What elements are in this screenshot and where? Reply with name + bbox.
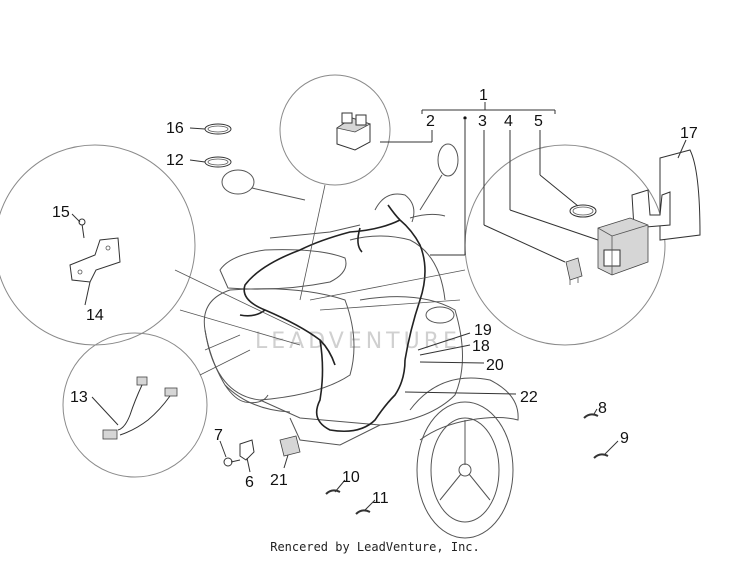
callout-10: 10 — [342, 469, 360, 486]
part-7-bolt — [223, 457, 241, 467]
callout-9: 9 — [620, 430, 629, 447]
part-5-clamp — [569, 204, 597, 218]
part-17-plate — [631, 149, 701, 241]
part-11-clip — [355, 509, 371, 515]
part-8-clip — [583, 413, 599, 419]
callout-11: 11 — [372, 490, 389, 507]
part-4-control-unit — [597, 217, 649, 276]
part-3-fuse — [565, 257, 583, 285]
part-21-pad — [279, 435, 301, 457]
part-6-clip — [239, 439, 255, 461]
callout-16: 16 — [166, 120, 184, 137]
callout-1: 1 — [479, 87, 488, 104]
part-15-screw — [78, 218, 86, 239]
callout-20: 20 — [486, 357, 504, 374]
callout-18: 18 — [472, 338, 490, 355]
callout-21: 21 — [270, 472, 288, 489]
callout-7: 7 — [214, 427, 223, 444]
part-16-clamp — [204, 123, 232, 135]
footer-credit: Rencered by LeadVenture, Inc. — [270, 540, 480, 554]
part-2-relay — [335, 112, 372, 151]
callout-5: 5 — [534, 113, 543, 130]
watermark: LEADVENTURE — [255, 329, 461, 354]
callout-labels: 1 2 3 4 5 6 7 8 9 10 11 12 13 14 15 16 1… — [52, 87, 698, 507]
part-13-sensor-cable — [102, 376, 178, 440]
part-9-clip — [593, 453, 609, 459]
callout-3: 3 — [478, 113, 487, 130]
callout-2: 2 — [426, 113, 435, 130]
callout-6: 6 — [245, 474, 254, 491]
callout-17: 17 — [680, 125, 698, 142]
part-10-clip — [325, 489, 341, 495]
leader-lines — [71, 102, 687, 511]
scooter-illustration — [203, 143, 519, 539]
callout-19: 19 — [474, 322, 492, 339]
part-12-clamp — [204, 156, 232, 168]
part-14-bracket — [69, 237, 121, 283]
callout-4: 4 — [504, 113, 513, 130]
wiring-harness — [239, 204, 426, 433]
callout-14: 14 — [86, 307, 104, 324]
callout-15: 15 — [52, 204, 70, 221]
detail-circles — [0, 74, 666, 478]
callout-12: 12 — [166, 152, 184, 169]
callout-22: 22 — [520, 389, 538, 406]
callout-8: 8 — [598, 400, 607, 417]
callout-13: 13 — [70, 389, 88, 406]
